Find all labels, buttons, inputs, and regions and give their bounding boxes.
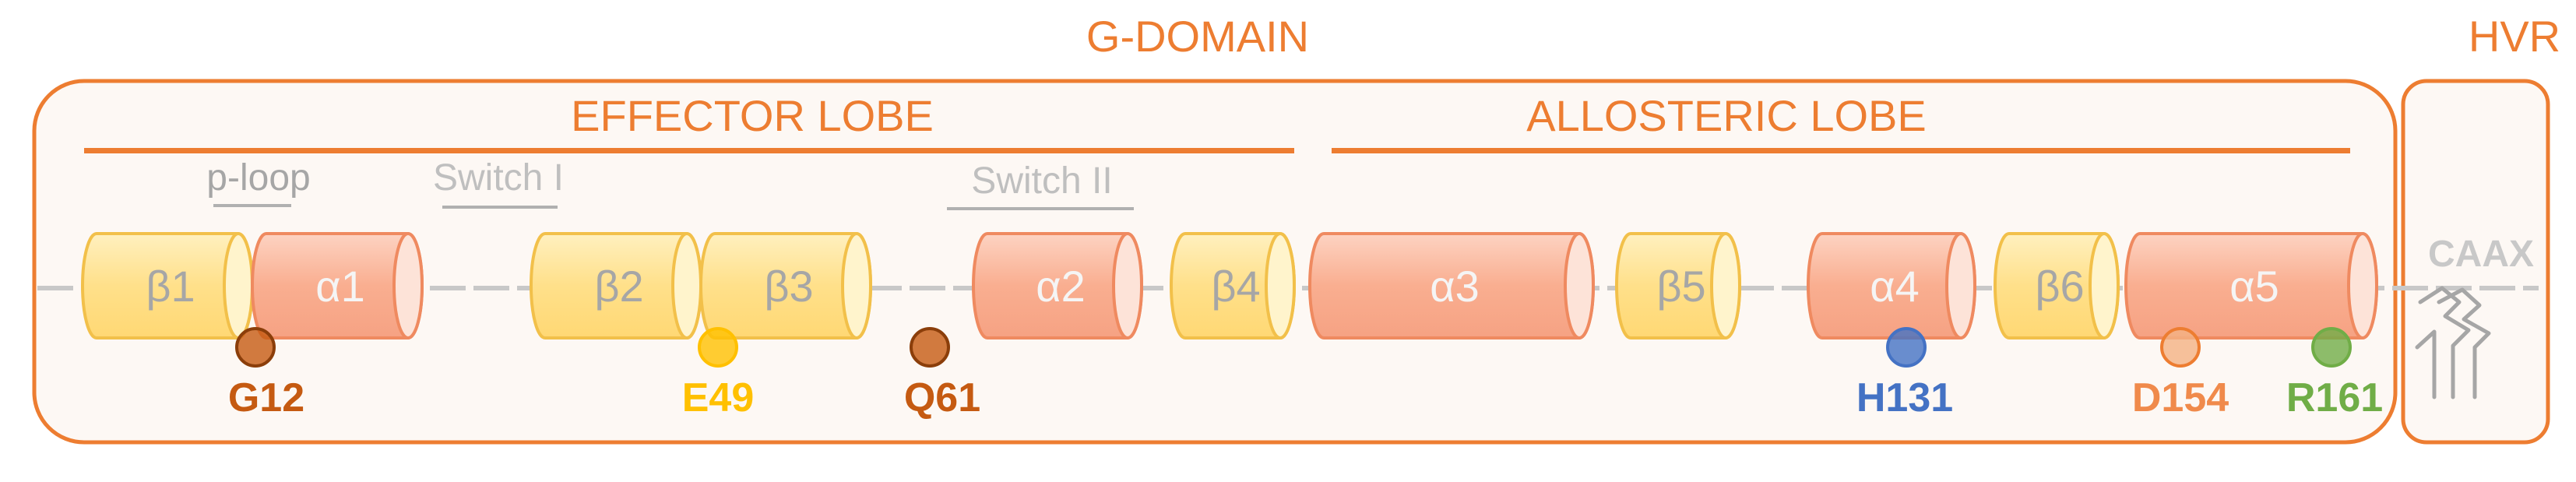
cylinder-strand: β1 — [81, 232, 254, 340]
hvr-box — [2401, 79, 2550, 445]
cylinder-helix: α1 — [251, 232, 424, 340]
cylinder-label: α5 — [2229, 262, 2279, 311]
switch-1-underline — [442, 206, 558, 209]
g-domain-title: G-DOMAIN — [1086, 12, 1309, 61]
residue-label: H131 — [1856, 375, 1953, 420]
cylinder-strand: β2 — [530, 232, 702, 340]
cylinder-label: β6 — [2035, 262, 2084, 311]
residue-marker: G12 — [228, 327, 304, 420]
residue-label: G12 — [228, 375, 304, 420]
residue-marker: Q61 — [904, 327, 980, 420]
switch-1-label: Switch I — [433, 157, 564, 199]
secondary-structure-track: β1 α1 β2 β3 α2 β4 α3 β5 α4 β6 α5 — [81, 232, 2378, 340]
cylinder-helix: α4 — [1807, 232, 1976, 340]
cylinder-helix: α5 — [2124, 232, 2378, 340]
hvr-title: HVR — [2469, 12, 2560, 61]
cylinder-strand: β4 — [1170, 232, 1296, 340]
residue-markers: G12 E49 Q61 H131 D154 R161 — [228, 327, 2383, 420]
residue-marker: E49 — [682, 327, 755, 420]
switch-2-underline — [947, 207, 1134, 210]
residue-dot — [1886, 327, 1927, 368]
residue-label: D154 — [2132, 375, 2229, 420]
cylinder-helix: α3 — [1308, 232, 1595, 340]
residue-marker: H131 — [1856, 327, 1953, 420]
residue-label: Q61 — [904, 375, 980, 420]
cylinder-helix: α2 — [972, 232, 1143, 340]
cylinder-strand: β6 — [1994, 232, 2120, 340]
residue-label: R161 — [2286, 375, 2383, 420]
residue-dot — [698, 327, 738, 368]
allosteric-lobe-label: ALLOSTERIC LOBE — [1526, 91, 1927, 140]
effector-lobe-bar — [84, 148, 1294, 153]
caax-label: CAAX — [2428, 234, 2534, 275]
cylinder-label: β5 — [1656, 262, 1705, 311]
residue-dot — [910, 327, 950, 368]
cylinder-label: α2 — [1036, 262, 1086, 311]
cylinder-label: α1 — [315, 262, 365, 311]
cylinder-label: β1 — [146, 262, 195, 311]
residue-marker: D154 — [2132, 327, 2229, 420]
cylinder-strand: β3 — [699, 232, 872, 340]
cylinder-label: β3 — [764, 262, 813, 311]
cylinder-label: α4 — [1870, 262, 1920, 311]
switch-2-label: Switch II — [971, 160, 1112, 202]
cylinder-label: α3 — [1430, 262, 1480, 311]
residue-dot — [2311, 327, 2352, 368]
cylinder-label: β2 — [594, 262, 643, 311]
membrane-anchor-icon — [2415, 286, 2491, 399]
residue-dot — [235, 327, 276, 368]
cylinder-strand: β5 — [1615, 232, 1741, 340]
p-loop-label: p-loop — [206, 157, 310, 199]
allosteric-lobe-bar — [1332, 148, 2350, 153]
p-loop-underline — [213, 204, 291, 207]
residue-marker: R161 — [2286, 327, 2383, 420]
effector-lobe-label: EFFECTOR LOBE — [571, 91, 934, 140]
cylinder-label: β4 — [1211, 262, 1260, 311]
residue-label: E49 — [682, 375, 755, 420]
residue-dot — [2160, 327, 2201, 368]
